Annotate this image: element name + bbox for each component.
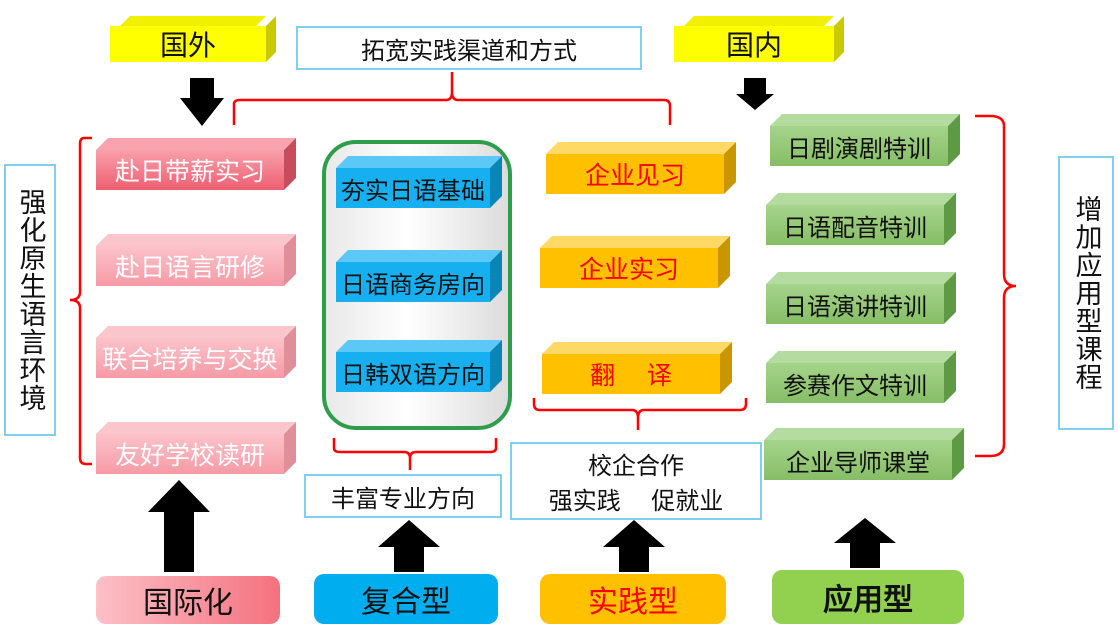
right-item-4: 参赛作文特训 — [766, 351, 956, 403]
right-side-label-box: 增加应用型课程 — [1058, 156, 1114, 430]
left-side-label-box: 强化原生语言环境 — [4, 164, 56, 436]
left-item-label: 联合培养与交换 — [102, 345, 278, 374]
applied-label: 应用型 — [823, 583, 913, 618]
practice-item-label: 企业实习 — [578, 255, 679, 284]
right-item-label: 日语演讲特训 — [783, 292, 927, 321]
right-item-3: 日语演讲特训 — [766, 272, 956, 324]
foreign-label: 国外 — [159, 29, 216, 62]
applied-pill: 应用型 — [772, 570, 964, 624]
composite-pill: 复合型 — [314, 574, 498, 624]
down-arrow-domestic — [736, 78, 774, 110]
left-item-label: 赴日语言研修 — [114, 253, 265, 282]
foreign-tag: 国外 — [110, 16, 276, 62]
middle-item-1: 夯实日语基础 — [336, 156, 502, 208]
practice-bottom-bracket — [532, 398, 748, 430]
middle-item-label: 日韩双语方向 — [341, 360, 485, 389]
right-item-1: 日剧演剧特训 — [770, 114, 960, 166]
right-item-label: 参赛作文特训 — [783, 371, 927, 400]
middle-bottom-bracket — [332, 438, 498, 470]
practice-item-label: 翻 译 — [590, 361, 672, 390]
middle-item-label: 日语商务房向 — [341, 270, 485, 299]
right-side-label: 增加应用型课程 — [1070, 195, 1102, 391]
right-item-label: 日剧演剧特训 — [787, 134, 931, 163]
channels-label: 拓宽实践渠道和方式 — [361, 36, 577, 65]
left-item-1: 赴日带薪实习 — [96, 138, 296, 190]
practice-item-2: 企业实习 — [540, 236, 730, 288]
left-item-3: 联合培养与交换 — [96, 326, 296, 378]
practice-item-label: 企业见习 — [584, 161, 685, 190]
right-bracket — [975, 114, 1017, 458]
middle-item-3: 日韩双语方向 — [336, 340, 502, 392]
right-item-5: 企业导师课堂 — [764, 428, 964, 480]
international-label: 国际化 — [143, 586, 233, 621]
up-arrow-practical — [603, 520, 665, 572]
middle-item-2: 日语商务房向 — [336, 250, 502, 302]
practical-label: 实践型 — [588, 585, 678, 620]
right-item-label: 企业导师课堂 — [786, 448, 930, 477]
international-pill: 国际化 — [96, 576, 280, 624]
left-item-label: 友好学校读研 — [114, 441, 265, 470]
practice-item-1: 企业见习 — [546, 142, 736, 194]
practice-caption-box: 校企合作 强实践 促就业 — [510, 442, 762, 520]
middle-caption-box: 丰富专业方向 — [304, 474, 502, 518]
practice-item-3: 翻 译 — [542, 342, 732, 394]
left-bracket — [69, 136, 92, 466]
up-arrow-international — [148, 480, 210, 572]
practical-pill: 实践型 — [540, 574, 726, 624]
practice-caption-line1: 校企合作 — [588, 452, 684, 480]
right-item-label: 日语配音特训 — [783, 213, 927, 242]
channels-box: 拓宽实践渠道和方式 — [296, 26, 642, 70]
down-arrow-foreign — [180, 78, 224, 126]
domestic-tag: 国内 — [674, 16, 844, 62]
up-arrow-composite — [378, 520, 440, 572]
middle-item-label: 夯实日语基础 — [341, 176, 485, 205]
left-item-2: 赴日语言研修 — [96, 234, 296, 286]
domestic-label: 国内 — [725, 29, 782, 62]
up-arrow-applied — [834, 518, 896, 568]
top-bracket — [232, 72, 672, 125]
left-item-4: 友好学校读研 — [96, 422, 296, 474]
right-item-2: 日语配音特训 — [766, 193, 956, 245]
left-item-label: 赴日带薪实习 — [114, 157, 265, 186]
middle-caption: 丰富专业方向 — [331, 484, 475, 513]
composite-label: 复合型 — [361, 585, 451, 620]
left-side-label: 强化原生语言环境 — [14, 188, 46, 412]
practice-caption-line2: 强实践 促就业 — [548, 487, 724, 515]
